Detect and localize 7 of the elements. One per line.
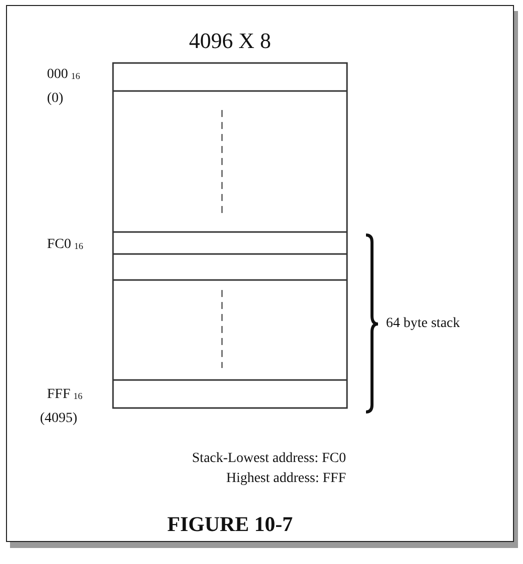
stack-size-label: 64 byte stack xyxy=(386,317,460,331)
stack-address-note: Stack-Lowest address: FC0 xyxy=(192,452,346,466)
memory-size-title: 4096 X 8 xyxy=(189,30,271,52)
figure-caption: FIGURE 10-7 xyxy=(167,514,293,535)
address-label: (4095) xyxy=(40,412,78,426)
address-label: (0) xyxy=(47,92,64,106)
stack-address-note: Highest address: FFF xyxy=(226,472,346,486)
